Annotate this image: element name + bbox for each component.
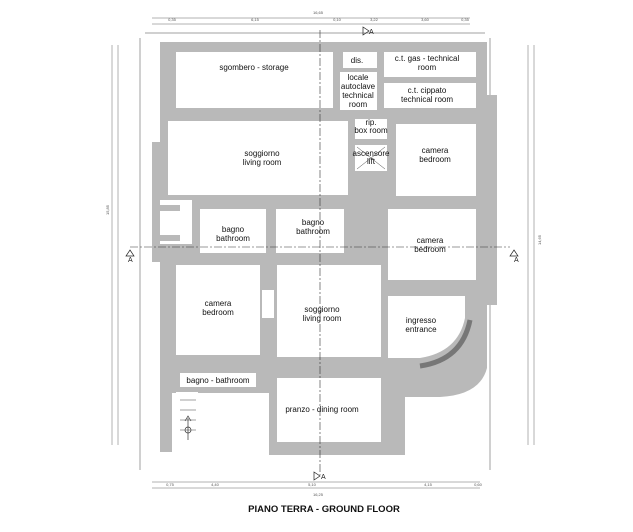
- room-label-line: dis.: [351, 56, 363, 65]
- room-label-line: camera: [205, 299, 232, 308]
- section-mark-right: A: [514, 257, 519, 264]
- room-label-line: c.t. gas - technical: [395, 54, 460, 63]
- dimension-labels: 16,65 0,35 6,15 0,10 3,22 3,60 0,35 16,2…: [105, 10, 542, 497]
- room-label-line: rip.: [365, 118, 376, 127]
- room-dis: [343, 52, 377, 68]
- room-label-line: ingresso: [406, 316, 437, 325]
- room-label-line: lift: [367, 157, 376, 166]
- room-label-line: bagno: [222, 225, 245, 234]
- dim-bottom-total: 16,25: [313, 492, 324, 497]
- room-label-line: bagno - bathroom: [186, 376, 249, 385]
- room-label-dis: dis.: [351, 56, 363, 65]
- room-label-line: pranzo - dining room: [285, 405, 359, 414]
- room-label-line: technical room: [401, 95, 453, 104]
- room-label-line: camera: [422, 146, 449, 155]
- room-bath-mid: [276, 209, 344, 253]
- room-cippato: [384, 83, 476, 108]
- room-label-line: bedroom: [202, 308, 234, 317]
- dim-top-6: 0,35: [461, 17, 470, 22]
- dim-top-4: 3,22: [370, 17, 379, 22]
- room-label-line: box room: [354, 126, 388, 135]
- room-label-line: living room: [243, 158, 282, 167]
- room-label-line: soggiorno: [304, 305, 340, 314]
- room-box: [355, 119, 387, 139]
- room-label-box: rip.box room: [354, 118, 388, 135]
- floor-caption: PIANO TERRA - GROUND FLOOR: [248, 504, 400, 515]
- room-label-line: bagno: [302, 218, 325, 227]
- room-dining: [277, 378, 381, 442]
- room-bedroom-w: [176, 265, 260, 355]
- room-bedroom-ne: [396, 124, 476, 196]
- dim-top-3: 0,10: [333, 17, 342, 22]
- room-label-dining: pranzo - dining room: [285, 405, 359, 414]
- room-autoclave: [340, 72, 377, 110]
- dim-top-1: 0,35: [168, 17, 177, 22]
- room-label-line: technical: [342, 91, 374, 100]
- room-label-bath-sw: bagno - bathroom: [186, 376, 249, 385]
- room-label-line: bedroom: [419, 155, 451, 164]
- room-label-line: locale: [348, 73, 369, 82]
- room-label-line: room: [418, 63, 437, 72]
- room-living-top: [168, 121, 348, 195]
- section-mark-bottom: A: [321, 474, 326, 481]
- room-storage: [176, 52, 333, 108]
- dim-top-2: 6,15: [251, 17, 260, 22]
- room-label-line: bathroom: [216, 234, 250, 243]
- room-label-line: ascensore: [353, 149, 390, 158]
- room-bath-sw: [180, 373, 256, 387]
- room-label-storage: sgombero - storage: [219, 63, 289, 72]
- room-label-line: soggiorno: [244, 149, 280, 158]
- dim-bottom-2: 4,40: [211, 482, 220, 487]
- room-label-line: living room: [303, 314, 342, 323]
- dim-left-total: 15,85: [105, 204, 110, 215]
- room-bedroom-e: [388, 209, 476, 280]
- section-lines: A A A A: [125, 26, 519, 481]
- room-label-line: room: [349, 100, 368, 109]
- room-labels: sgombero - storage dis. c.t. gas - technic…: [186, 54, 459, 414]
- room-label-line: sgombero - storage: [219, 63, 289, 72]
- room-label-line: bathroom: [296, 227, 330, 236]
- rooms: [168, 52, 476, 442]
- section-mark-top: A: [369, 29, 374, 36]
- room-label-line: autoclave: [341, 82, 376, 91]
- dim-bottom-1: 0,75: [166, 482, 175, 487]
- room-living-mid: [277, 265, 381, 357]
- room-label-line: entrance: [405, 325, 437, 334]
- dimension-lines: [111, 17, 535, 489]
- room-entrance: [388, 296, 465, 358]
- dim-right-total: 14,65: [537, 234, 542, 245]
- room-label-line: bedroom: [414, 245, 446, 254]
- dim-bottom-4: 4,15: [424, 482, 433, 487]
- dim-top-total: 16,65: [313, 10, 324, 15]
- room-label-line: c.t. cippato: [408, 86, 447, 95]
- room-label-line: camera: [417, 236, 444, 245]
- dim-top-5: 3,60: [421, 17, 430, 22]
- structural-details: [160, 146, 473, 444]
- section-mark-left: A: [128, 257, 133, 264]
- room-gas: [384, 52, 476, 77]
- dim-bottom-3: 5,10: [308, 482, 317, 487]
- dim-bottom-5: 0,60: [474, 482, 483, 487]
- room-bath-west: [200, 209, 266, 253]
